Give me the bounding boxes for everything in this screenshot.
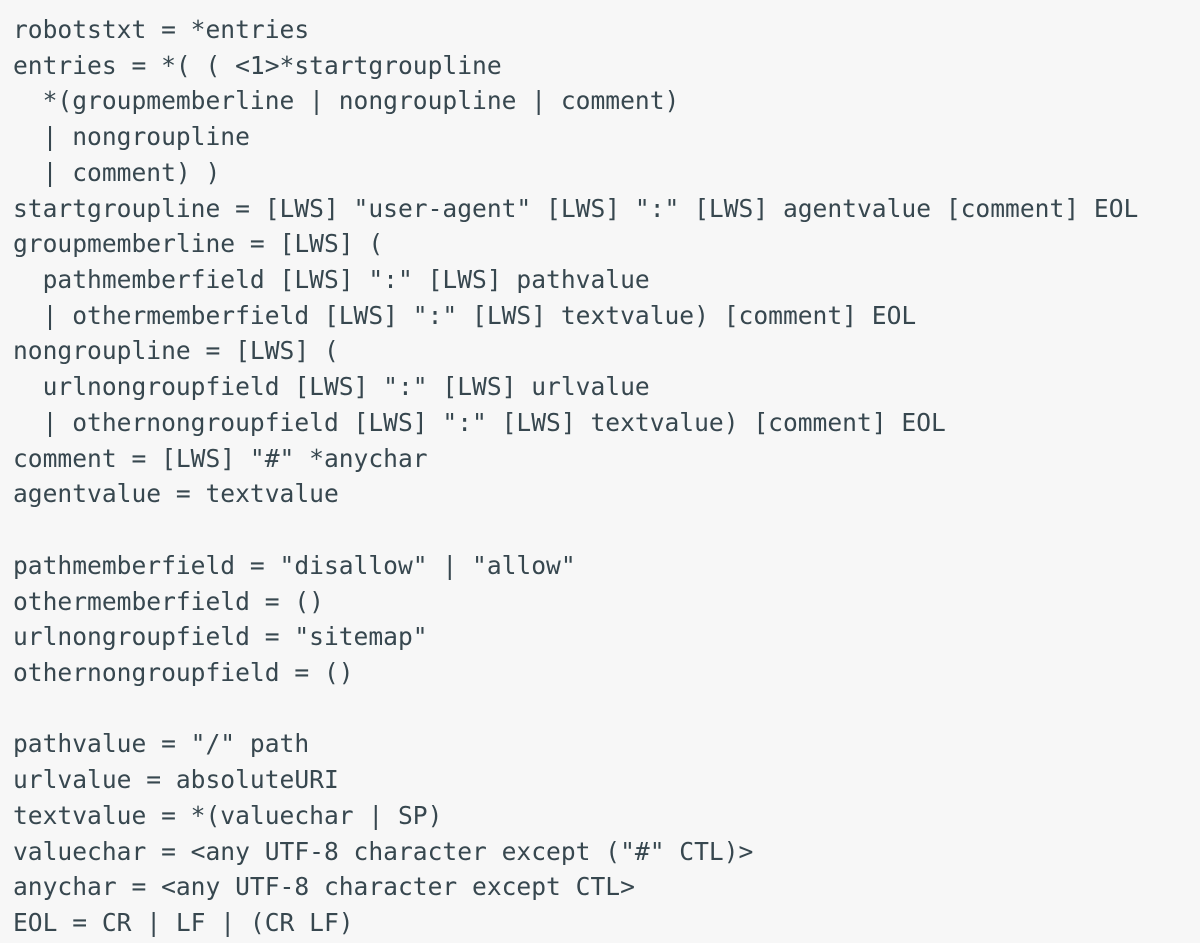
code-line: textvalue = *(valuechar | SP)	[13, 800, 443, 830]
code-line: othernongroupfield = ()	[13, 657, 354, 687]
code-line: nongroupline = [LWS] (	[13, 336, 339, 366]
code-line: | comment) )	[13, 157, 221, 187]
code-line: groupmemberline = [LWS] (	[13, 229, 384, 259]
code-line: agentvalue = textvalue	[13, 479, 339, 509]
code-line: valuechar = <any UTF-8 character except …	[13, 836, 754, 866]
code-line: urlvalue = absoluteURI	[13, 765, 339, 795]
code-line: othermemberfield = ()	[13, 586, 324, 616]
code-line: urlnongroupfield [LWS] ":" [LWS] urlvalu…	[13, 372, 650, 402]
code-line: anychar = <any UTF-8 character except CT…	[13, 872, 635, 902]
code-line	[13, 691, 1138, 727]
code-line: | nongroupline	[13, 122, 250, 152]
code-line: | othermemberfield [LWS] ":" [LWS] textv…	[13, 300, 917, 330]
code-line: urlnongroupfield = "sitemap"	[13, 622, 428, 652]
code-line: pathvalue = "/" path	[13, 729, 310, 759]
code-line: pathmemberfield = "disallow" | "allow"	[13, 550, 576, 580]
code-line: comment = [LWS] "#" *anychar	[13, 443, 428, 473]
code-line: *(groupmemberline | nongroupline | comme…	[13, 86, 680, 116]
code-line: robotstxt = *entries	[13, 15, 310, 44]
code-line: EOL = CR | LF | (CR LF)	[13, 907, 354, 937]
code-line	[13, 512, 1138, 548]
code-line: entries = *( ( <1>*startgroupline	[13, 50, 502, 80]
code-line: pathmemberfield [LWS] ":" [LWS] pathvalu…	[13, 265, 650, 295]
code-line: | othernongroupfield [LWS] ":" [LWS] tex…	[13, 407, 946, 437]
code-block: robotstxt = *entries entries = *( ( <1>*s…	[13, 12, 1138, 941]
code-line: startgroupline = [LWS] "user-agent" [LWS…	[13, 193, 1139, 223]
